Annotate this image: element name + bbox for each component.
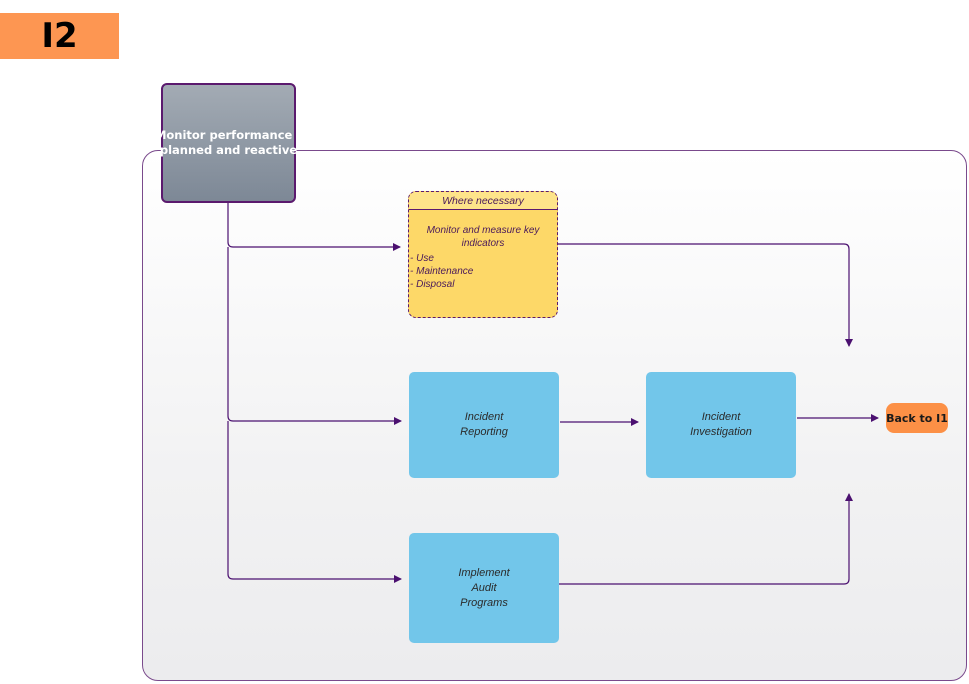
monitor-performance-line1: Monitor performance – — [154, 128, 303, 142]
monitor-performance-line2: planned and reactive — [159, 143, 298, 157]
incident-investigation-line2: Investigation — [690, 426, 752, 438]
audit-programs-line1: Implement — [458, 566, 510, 579]
where-necessary-header: Where necessary — [409, 192, 557, 210]
monitor-indicators-box: Where necessary Monitor and measure key … — [408, 191, 558, 318]
monitor-indicators-title: Monitor and measure key indicators — [426, 225, 540, 249]
incident-reporting-line2: Reporting — [460, 426, 508, 438]
incident-reporting-box: Incident Reporting — [409, 372, 559, 478]
monitor-performance-box: Monitor performance – planned and reacti… — [155, 83, 302, 203]
incident-investigation-box: Incident Investigation — [646, 372, 796, 478]
page-id-badge: I2 — [0, 13, 119, 59]
connector-monitor-to-kpi — [227, 203, 401, 251]
audit-programs-line3: Programs — [460, 596, 508, 609]
connector-monitor-to-audit — [227, 421, 402, 583]
indicator-item-use: - Use — [410, 253, 434, 264]
incident-reporting-line1: Incident — [464, 411, 504, 423]
indicator-list: - Use - Maintenance - Disposal — [409, 252, 557, 291]
audit-programs-line2: Audit — [471, 581, 497, 594]
connector-kpi-to-merge — [558, 243, 853, 347]
incident-investigation-line1: Incident — [701, 411, 741, 423]
audit-programs-box: Implement Audit Programs — [409, 533, 559, 643]
indicator-item-disposal: - Disposal — [410, 279, 455, 290]
indicator-item-maintenance: - Maintenance — [410, 266, 474, 277]
back-to-i1-button[interactable]: Back to I1 — [886, 403, 948, 433]
connector-audit-to-merge — [559, 493, 853, 585]
connector-monitor-to-reporting — [227, 247, 402, 425]
